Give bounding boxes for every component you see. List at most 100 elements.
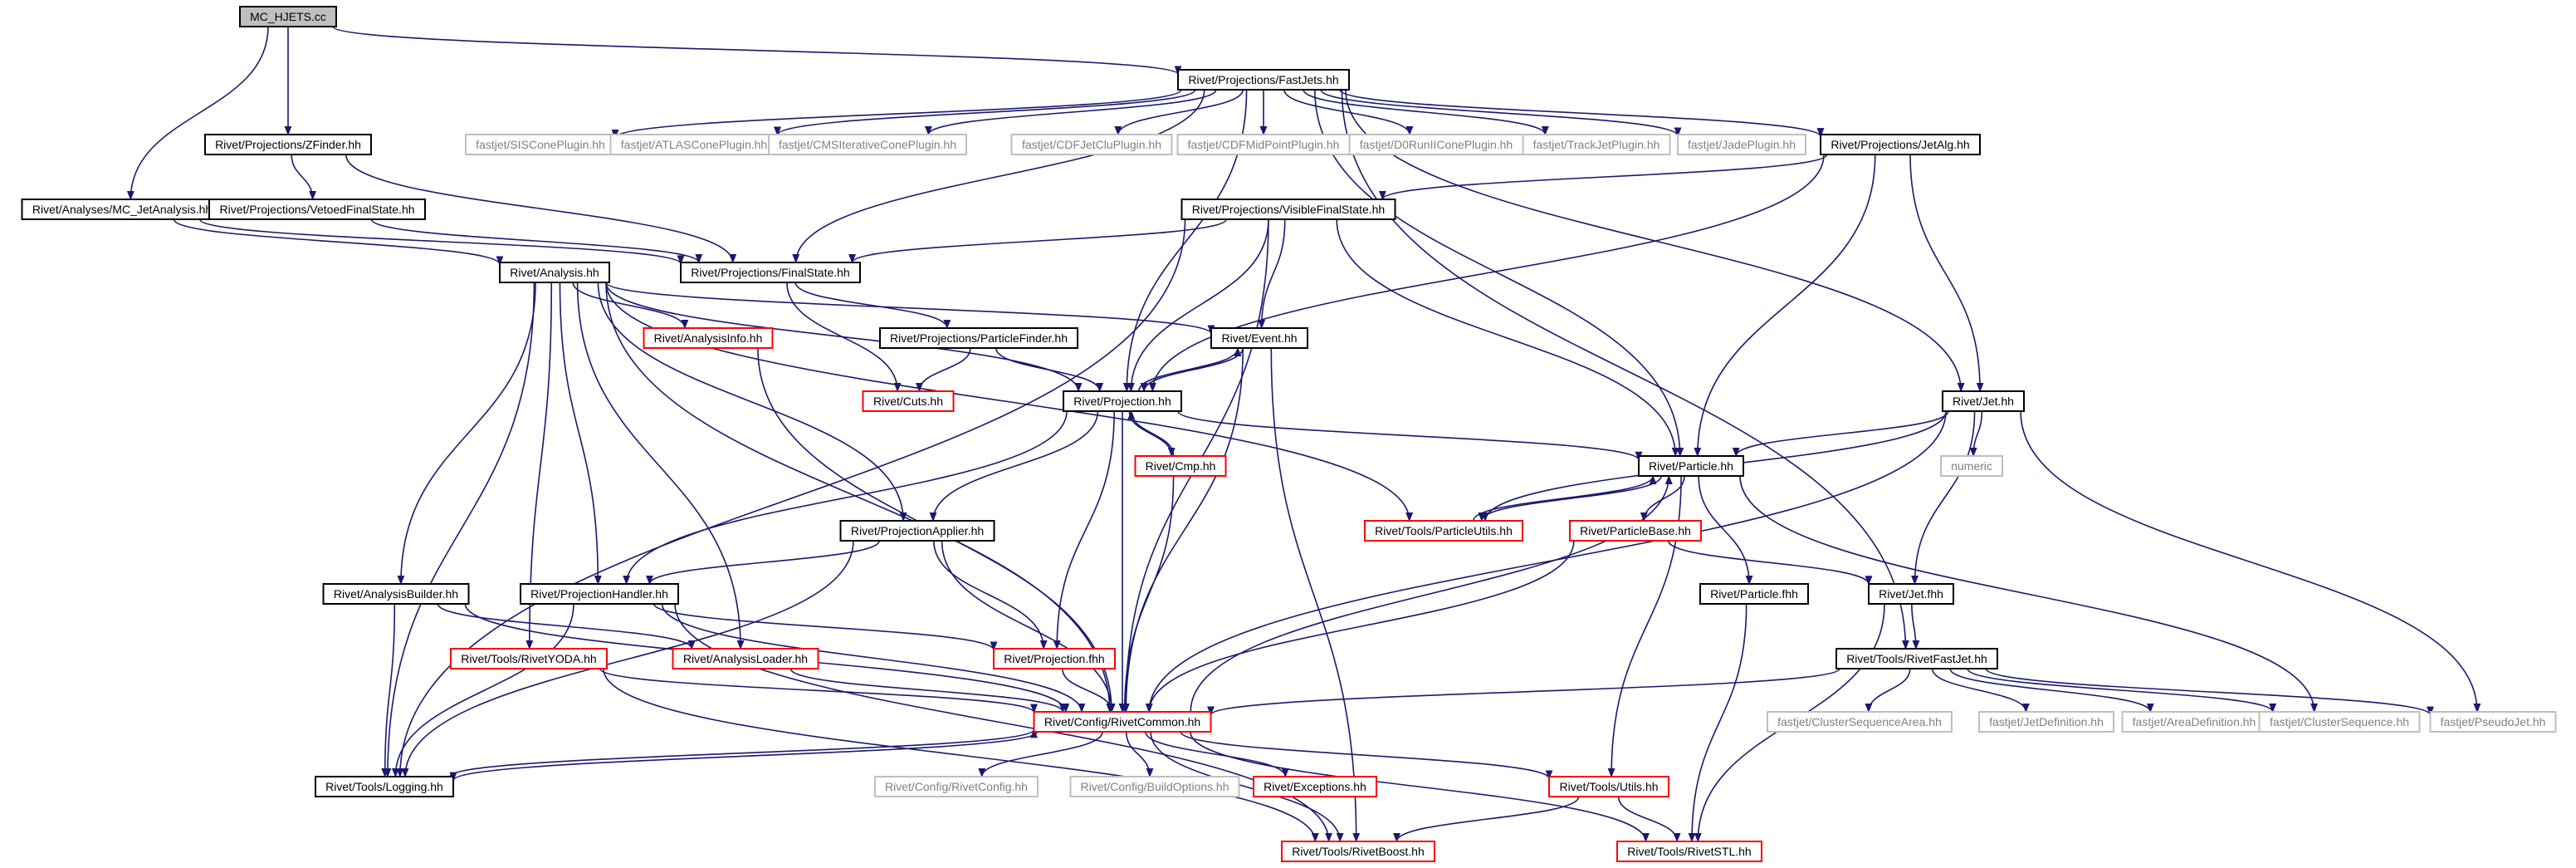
node-label: fastjet/CDFJetCluPlugin.hh <box>1022 138 1161 151</box>
graph-node-rivetstl[interactable]: Rivet/Tools/RivetSTL.hh <box>1616 841 1762 862</box>
edge-zfinder-to-vetoedfs <box>291 154 317 201</box>
node-box <box>1767 711 1953 733</box>
graph-node-rivetyoda[interactable]: Rivet/Tools/RivetYODA.hh <box>450 648 608 669</box>
edge-analysisbuilder-to-logging <box>381 603 396 778</box>
edge-event-to-rivetboost <box>1270 347 1361 843</box>
node-box <box>1868 583 1954 605</box>
graph-node-particlefinder[interactable]: Rivet/Projections/ParticleFinder.hh <box>879 327 1078 349</box>
graph-node-jet[interactable]: Rivet/Jet.hh <box>1942 390 2025 412</box>
graph-node-mc_jetanalysis[interactable]: Rivet/Analyses/MC_JetAnalysis.hh <box>21 199 223 220</box>
graph-node-jetalg[interactable]: Rivet/Projections/JetAlg.hh <box>1820 134 1981 155</box>
graph-node-clusterseq[interactable]: fastjet/ClusterSequence.hh <box>2258 711 2421 733</box>
edge-mc_hjets_cc-to-fastjets <box>332 26 1182 76</box>
graph-node-analysis[interactable]: Rivet/Analysis.hh <box>499 262 610 283</box>
edge-fastjets-to-jetalg <box>1339 89 1825 138</box>
edge-visiblefs-to-finalstate <box>848 218 1227 264</box>
graph-node-logging[interactable]: Rivet/Tools/Logging.hh <box>315 776 454 797</box>
node-box <box>1176 134 1351 155</box>
edge-projapplier-to-projhandler <box>646 540 880 586</box>
edge-projectionfhh-to-rivetcommon <box>1062 668 1116 714</box>
graph-node-analysisbuilder[interactable]: Rivet/AnalysisBuilder.hh <box>322 583 470 605</box>
graph-node-jetdefinition[interactable]: fastjet/JetDefinition.hh <box>1978 711 2114 733</box>
node-label: numeric <box>1951 459 1992 473</box>
graph-node-cdfmidpoint[interactable]: fastjet/CDFMidPointPlugin.hh <box>1176 134 1351 155</box>
graph-node-jetfhh[interactable]: Rivet/Jet.fhh <box>1868 583 1954 605</box>
graph-node-particleutils[interactable]: Rivet/Tools/ParticleUtils.hh <box>1364 520 1523 542</box>
node-label: Rivet/Projections/JetAlg.hh <box>1831 138 1969 151</box>
graph-node-jadeplugin[interactable]: fastjet/JadePlugin.hh <box>1677 134 1806 155</box>
edge-projection-to-event <box>1138 346 1242 392</box>
edge-analysis-to-particleutils <box>605 282 1414 522</box>
graph-node-exceptions[interactable]: Rivet/Exceptions.hh <box>1253 776 1377 797</box>
graph-node-buildoptions[interactable]: Rivet/Config/BuildOptions.hh <box>1069 776 1240 797</box>
edge-zfinder-to-finalstate <box>345 154 737 264</box>
edge-rivetcommon-to-exceptions <box>1145 731 1289 778</box>
node-label: Rivet/Config/RivetConfig.hh <box>885 780 1028 793</box>
graph-node-visiblefs[interactable]: Rivet/Projections/VisibleFinalState.hh <box>1180 199 1396 220</box>
edge-analysis-to-analysisloader <box>576 282 745 650</box>
edge-projection-to-projectionfhh <box>1053 410 1115 650</box>
edge-analysis-to-logging <box>384 282 535 778</box>
graph-node-cuts[interactable]: Rivet/Cuts.hh <box>862 390 955 412</box>
node-label: Rivet/ParticleBase.hh <box>1580 524 1691 537</box>
node-label: Rivet/Tools/RivetFastJet.hh <box>1846 652 1987 665</box>
node-box <box>315 776 454 797</box>
graph-node-particlefhh[interactable]: Rivet/Particle.fhh <box>1699 583 1809 605</box>
node-box <box>1253 776 1377 797</box>
node-box <box>1010 134 1173 155</box>
graph-node-areadefinition[interactable]: fastjet/AreaDefinition.hh <box>2121 711 2267 733</box>
edge-rivetfastjet-to-areadefinition <box>1949 668 2154 714</box>
node-box <box>21 199 223 220</box>
graph-node-mc_hjets_cc[interactable]: MC_HJETS.cc <box>239 6 337 27</box>
graph-node-vetoedfs[interactable]: Rivet/Projections/VetoedFinalState.hh <box>208 199 426 220</box>
graph-node-cmsitcone[interactable]: fastjet/CMSIterativeConePlugin.hh <box>768 134 967 155</box>
graph-node-cmp[interactable]: Rivet/Cmp.hh <box>1134 455 1227 477</box>
graph-node-analysisinfo[interactable]: Rivet/AnalysisInfo.hh <box>643 327 774 349</box>
graph-node-fastjets[interactable]: Rivet/Projections/FastJets.hh <box>1177 69 1350 91</box>
graph-node-event[interactable]: Rivet/Event.hh <box>1210 327 1308 349</box>
graph-node-rivetboost[interactable]: Rivet/Tools/RivetBoost.hh <box>1281 841 1435 862</box>
graph-node-zfinder[interactable]: Rivet/Projections/ZFinder.hh <box>204 134 372 155</box>
node-box <box>862 390 955 412</box>
edge-fastjets-to-atlascone <box>774 89 1196 136</box>
edge-mc_jetanalysis-to-analysis <box>173 218 504 266</box>
graph-node-utils[interactable]: Rivet/Tools/Utils.hh <box>1548 776 1669 797</box>
graph-node-projectionfhh[interactable]: Rivet/Projection.fhh <box>993 648 1116 669</box>
edge-rivetyoda-to-rivetboost <box>603 668 1319 843</box>
graph-node-analysisloader[interactable]: Rivet/AnalysisLoader.hh <box>672 648 819 669</box>
edge-jetfhh-to-rivetfastjet <box>1911 603 1920 650</box>
node-box <box>879 327 1078 349</box>
edge-rivetfastjet-to-pseudojet <box>1985 668 2434 716</box>
graph-node-projapplier[interactable]: Rivet/ProjectionApplier.hh <box>839 520 995 542</box>
edge-finalstate-to-particlefinder <box>794 282 951 330</box>
edge-rivetfastjet-to-clusterseqarea <box>1865 668 1911 714</box>
graph-node-clusterseqarea[interactable]: fastjet/ClusterSequenceArea.hh <box>1767 711 1953 733</box>
node-box <box>322 583 470 605</box>
graph-node-d0runii[interactable]: fastjet/D0RunIIConePlugin.hh <box>1348 134 1524 155</box>
graph-node-siscone[interactable]: fastjet/SISConePlugin.hh <box>465 134 616 155</box>
graph-node-rivetcommon[interactable]: Rivet/Config/RivetCommon.hh <box>1033 711 1212 733</box>
node-box <box>1569 520 1702 542</box>
node-box <box>672 648 819 669</box>
graph-node-trackjet[interactable]: fastjet/TrackJetPlugin.hh <box>1522 134 1671 155</box>
graph-node-atlascone[interactable]: fastjet/ATLASConePlugin.hh <box>609 134 779 155</box>
edge-analysis-to-projapplier <box>597 282 907 522</box>
node-label: Rivet/Event.hh <box>1221 331 1297 345</box>
graph-node-numeric[interactable]: numeric <box>1940 455 2003 477</box>
node-label: Rivet/Exceptions.hh <box>1264 780 1366 793</box>
graph-node-particlebase[interactable]: Rivet/ParticleBase.hh <box>1569 520 1702 542</box>
graph-node-rivetconfig[interactable]: Rivet/Config/RivetConfig.hh <box>874 776 1039 797</box>
graph-node-pseudojet[interactable]: fastjet/PseudoJet.hh <box>2429 711 2557 733</box>
graph-node-cdfjetclu[interactable]: fastjet/CDFJetCluPlugin.hh <box>1010 134 1173 155</box>
node-label: Rivet/Projections/VisibleFinalState.hh <box>1192 203 1385 216</box>
edge-vetoedfs-to-finalstate <box>370 218 703 264</box>
edge-projection-to-projapplier <box>929 410 1099 522</box>
graph-node-finalstate[interactable]: Rivet/Projections/FinalState.hh <box>680 262 861 283</box>
graph-node-projhandler[interactable]: Rivet/ProjectionHandler.hh <box>520 583 679 605</box>
node-label: Rivet/ProjectionApplier.hh <box>851 524 984 537</box>
edge-projection-to-particle <box>1177 410 1643 461</box>
graph-node-projection[interactable]: Rivet/Projection.hh <box>1063 390 1182 412</box>
graph-node-rivetfastjet[interactable]: Rivet/Tools/RivetFastJet.hh <box>1835 648 1998 669</box>
edge-jetalg-to-particle <box>1694 154 1876 458</box>
graph-node-particle[interactable]: Rivet/Particle.hh <box>1638 455 1744 477</box>
